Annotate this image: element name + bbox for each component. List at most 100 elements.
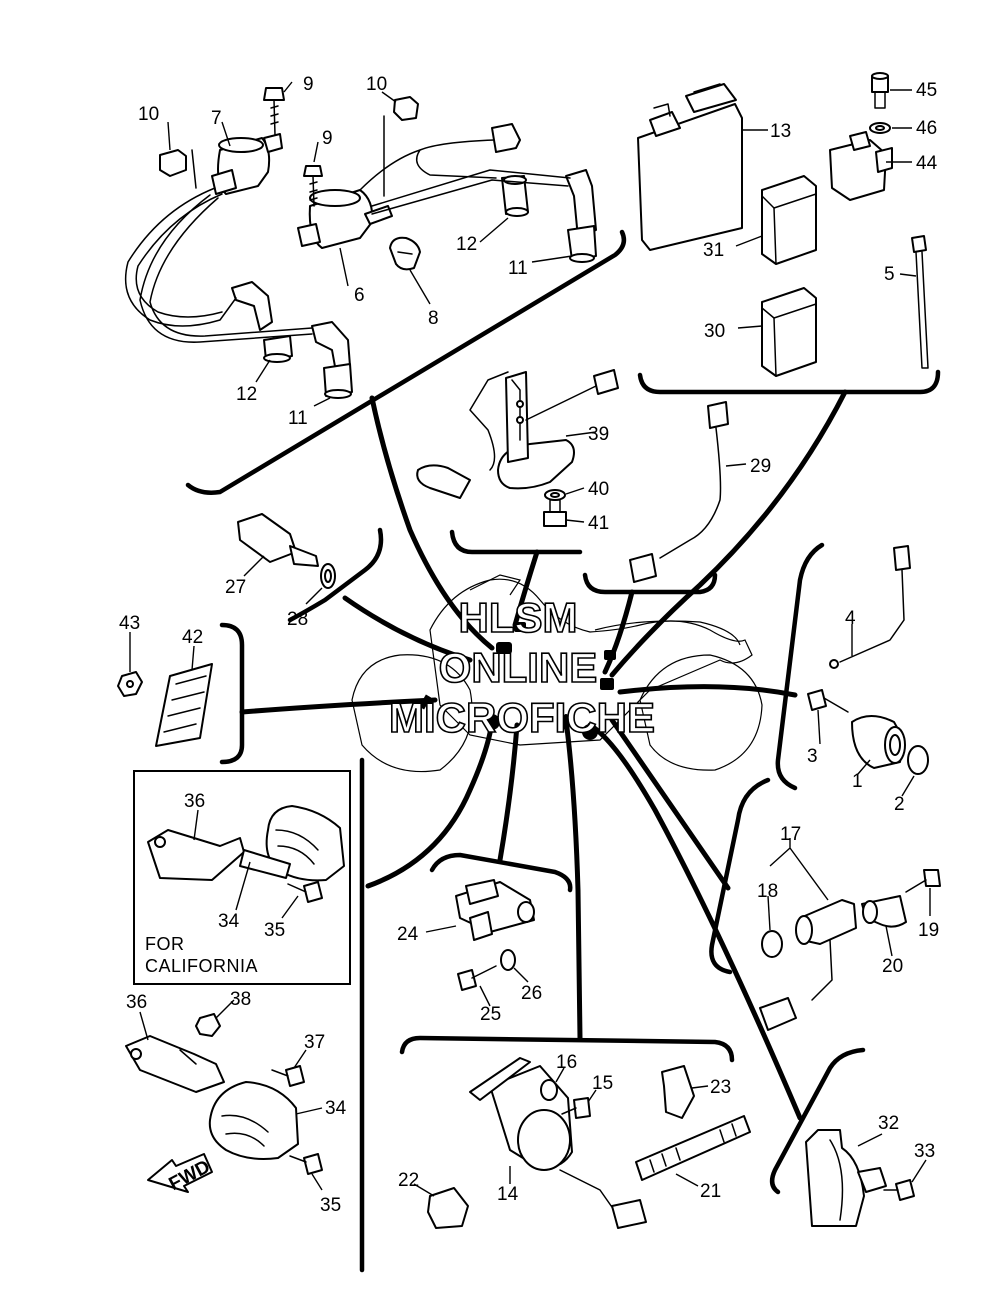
hub-spokes [239, 389, 848, 1121]
spoke-ignition [369, 395, 495, 651]
bracket-36 [125, 1035, 225, 1093]
atv-rear-wheel [639, 654, 763, 771]
callout-6: 6 [354, 285, 365, 306]
callout-18: 18 [757, 881, 778, 902]
switch-1 [851, 715, 906, 769]
ht-lead-2b [149, 197, 313, 337]
callout-35-box: 35 [264, 920, 285, 941]
callout-35: 35 [320, 1195, 341, 1216]
clamp-8 [389, 236, 421, 271]
atv-front-wheel [351, 654, 473, 773]
callout-29: 29 [750, 456, 771, 477]
spoke-speed-sensor [609, 717, 731, 891]
callout-4: 4 [845, 608, 856, 629]
callout-10-right: 10 [366, 74, 387, 95]
bolt-9-upper [263, 87, 285, 136]
ht-lead-1b [135, 193, 223, 318]
spoke-relay [563, 717, 583, 1041]
callout-46: 46 [916, 118, 937, 139]
hub-connector-6 [582, 724, 598, 740]
callout-44: 44 [916, 153, 938, 174]
ht-lead-3b [371, 179, 569, 215]
o-ring-18 [761, 930, 783, 958]
horn-34 [208, 1081, 299, 1160]
spark-plug-cap-11-upper [565, 169, 597, 263]
callout-38: 38 [230, 989, 251, 1010]
hub-connector-3 [600, 678, 614, 690]
hub-connectors [418, 622, 616, 740]
callout-24: 24 [397, 924, 419, 945]
washer-40 [544, 489, 566, 501]
washer-46 [869, 122, 891, 134]
california-note-line1: FOR [145, 934, 185, 954]
callout-40: 40 [588, 479, 609, 500]
callout-9-middle: 9 [322, 128, 333, 149]
washer-16 [540, 1079, 558, 1101]
callout-14: 14 [497, 1184, 519, 1205]
hub-connector-7 [562, 714, 570, 730]
callout-33: 33 [914, 1141, 935, 1162]
hub-connector-2 [514, 622, 526, 632]
watermark-line3: MICROFICHE [389, 694, 655, 741]
gasket-28 [320, 563, 336, 589]
callout-31: 31 [703, 240, 724, 261]
bolt-37 [271, 1065, 305, 1087]
ht-lead-4b [415, 149, 497, 179]
atv-handlebar [469, 574, 521, 596]
spoke-throttle [497, 722, 520, 863]
spoke-ecu [609, 389, 848, 678]
relay-30 [761, 287, 817, 377]
callout-42: 42 [182, 627, 203, 648]
callout-37: 37 [304, 1032, 325, 1053]
ht-lead-3 [371, 169, 571, 207]
frame-relay-group [399, 1035, 735, 1063]
callout-25: 25 [480, 1004, 501, 1025]
callout-34: 34 [325, 1098, 347, 1119]
clip-22 [427, 1187, 469, 1229]
hub-connector-1 [496, 642, 512, 654]
hub-connector-8 [418, 694, 432, 710]
callout-5: 5 [884, 264, 895, 285]
wire-29 [629, 401, 729, 583]
bolt-19 [905, 869, 941, 893]
ecu-group [637, 72, 929, 377]
callout-8: 8 [428, 308, 439, 329]
cap-10-right [393, 96, 419, 121]
frame-throttle-sensor-group [429, 852, 573, 893]
california-box: FOR CALIFORNIA [133, 770, 351, 985]
horn-32 [805, 1129, 887, 1227]
spoke-fuel-sender [512, 549, 540, 628]
fuel-sender-group [416, 369, 619, 527]
bolt-25 [457, 965, 497, 991]
horn-right-group [805, 1129, 915, 1227]
neutral-switch-group [807, 545, 929, 775]
stud-21 [635, 1115, 751, 1181]
ht-lead-1 [124, 187, 237, 327]
california-note-line2: CALIFORNIA [145, 956, 258, 976]
nut-38 [195, 1013, 221, 1037]
spark-plug-cap-11-lower [311, 321, 353, 399]
cable-tie-5 [911, 235, 929, 369]
callout-36: 36 [126, 992, 147, 1013]
callout-19: 19 [918, 920, 939, 941]
callout-numbers: 9 10 10 7 9 6 8 12 11 12 11 13 31 30 45 … [119, 74, 939, 1216]
atv-seat [594, 620, 741, 646]
sensor-24 [455, 879, 535, 941]
bolt-35-box [287, 881, 323, 903]
group-frames [185, 229, 941, 1273]
callout-13: 13 [770, 121, 791, 142]
callout-23: 23 [710, 1077, 731, 1098]
switch-27 [237, 513, 319, 567]
fuel-sender-39 [416, 369, 619, 499]
callout-16: 16 [556, 1052, 577, 1073]
spoke-wire [602, 589, 635, 675]
ht-lead-4 [359, 139, 495, 191]
callout-22: 22 [398, 1170, 419, 1191]
nut-43 [117, 671, 143, 697]
reflector-group [117, 663, 213, 747]
bolt-35 [289, 1153, 323, 1175]
throttle-sensor-group [455, 879, 535, 991]
callout-26: 26 [521, 983, 542, 1004]
spoke-horn-right [587, 722, 803, 1121]
